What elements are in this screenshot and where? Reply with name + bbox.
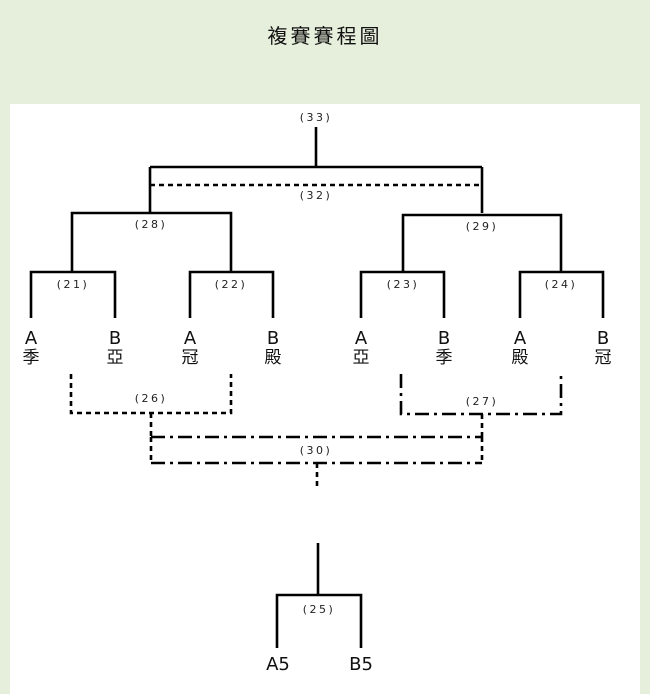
match-23-bracket — [359, 270, 446, 318]
match-29-bracket — [401, 213, 563, 272]
entrant-1-slot: A — [25, 328, 38, 349]
match-22-label: (22) — [215, 278, 248, 291]
match-33-label: (33) — [300, 111, 333, 124]
match-27-label: (27) — [466, 395, 499, 408]
match-22-bracket — [188, 270, 275, 318]
entrant-7-slot: A — [514, 328, 527, 349]
match-24-bracket — [518, 270, 605, 318]
match-23-label: (23) — [387, 278, 420, 291]
entrant-5-slot: A — [355, 328, 368, 349]
match-21-bracket — [29, 270, 117, 318]
entrant-6-team: 季 — [436, 348, 453, 368]
match-25-label: (25) — [303, 603, 336, 616]
match-32-label: (32) — [300, 189, 333, 202]
match-24-label: (24) — [545, 278, 578, 291]
entrant-8-team: 冠 — [595, 348, 612, 368]
entrant-2-team: 亞 — [107, 348, 124, 368]
match-30-label: (30) — [300, 444, 333, 457]
entrant-8-slot: B — [597, 328, 609, 349]
entrant-6-slot: B — [438, 328, 450, 349]
entrant-7-team: 殿 — [512, 348, 529, 368]
match-25-bracket — [275, 593, 363, 648]
match-28-label: (28) — [135, 218, 168, 231]
entrant-5-team: 亞 — [353, 348, 370, 368]
match-26-label: (26) — [135, 392, 168, 405]
entrant-1-team: 季 — [23, 348, 40, 368]
page-title: 複賽賽程圖 — [267, 24, 383, 48]
entrant-2-slot: B — [109, 328, 121, 349]
match-21-label: (21) — [57, 278, 90, 291]
entrant-3-slot: A — [184, 328, 197, 349]
final-entrant-a5: A5 — [266, 654, 290, 675]
entrant-4-team: 殿 — [265, 348, 282, 368]
final-entrant-b5: B5 — [349, 654, 373, 675]
entrant-4-slot: B — [267, 328, 279, 349]
match-28-bracket — [70, 211, 233, 272]
match-29-label: (29) — [466, 220, 499, 233]
entrant-3-team: 冠 — [182, 348, 199, 368]
